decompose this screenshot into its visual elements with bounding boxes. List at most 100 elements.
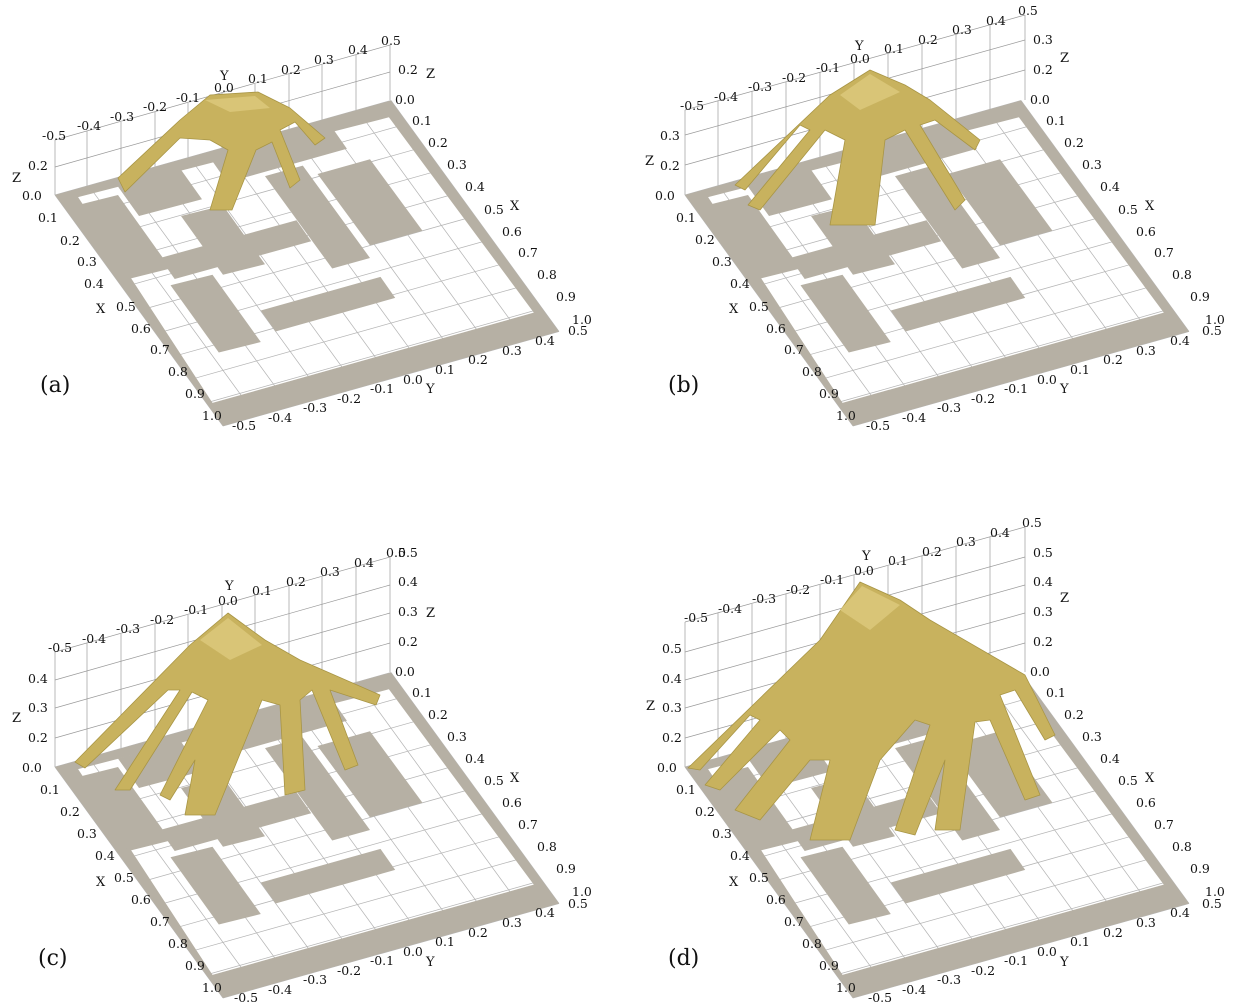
panel-d-x-tick-right: 0.5: [1118, 773, 1138, 788]
panel-b-y-tick: 0.5: [1202, 323, 1222, 338]
panel-c-z-tick-right: 0.3: [398, 604, 418, 619]
panel-d-x-tick-right: 0.8: [1172, 839, 1192, 854]
panel-d-y-tick: -0.4: [902, 982, 926, 997]
panel-b-x-tick-right: 0.6: [1136, 224, 1156, 239]
panel-a-y-tick: 0.1: [435, 362, 455, 377]
panel-a-y-tick-top: -0.4: [77, 118, 101, 133]
panel-b-y-tick: 0.4: [1170, 333, 1190, 348]
panel-d-y-tick-top: 0.2: [922, 544, 942, 559]
panel-d-y-name: Y: [1059, 955, 1069, 970]
panel-c-y-tick: 0.4: [535, 905, 555, 920]
panel-c: (c) Z X Y Y Z X 0.0 0.2 0.3 0.4 0.1 0.2 …: [12, 545, 592, 1005]
panel-c-y-tick-top: -0.3: [116, 621, 140, 636]
panel-c-z-tick-right: 0.0: [395, 664, 415, 679]
panel-c-x-tick: 0.9: [185, 958, 205, 973]
panel-c-x-tick-right: 0.7: [518, 817, 538, 832]
panel-a-y-name: Y: [425, 382, 435, 397]
panel-d-z-tick: 0.5: [662, 641, 682, 656]
panel-d-y-tick-top: 0.3: [956, 534, 976, 549]
panel-a-y-tick: -0.1: [370, 381, 394, 396]
panel-d-x-tick-right: 0.9: [1190, 861, 1210, 876]
panel-a-y-tick: 0.2: [468, 352, 488, 367]
panel-d-y-tick-top: -0.5: [684, 610, 708, 625]
panel-a-x-tick: 0.8: [168, 364, 188, 379]
panel-a-x-tick: 0.4: [84, 276, 104, 291]
panel-a-x-tick-right: 0.8: [537, 267, 557, 282]
panel-c-x-tick: 1.0: [202, 980, 222, 995]
panel-c-x-name-right: X: [510, 771, 520, 786]
panel-d-x-tick: 0.5: [749, 870, 769, 885]
panel-c-x-tick: 0.6: [131, 892, 151, 907]
panel-c-y-tick-top: -0.4: [82, 631, 106, 646]
panel-a-x-tick: 0.1: [38, 210, 58, 225]
panel-d-y-tick: 0.4: [1170, 905, 1190, 920]
panel-d-y-tick-top: 0.4: [990, 525, 1010, 540]
panel-d-y-tick: 0.2: [1103, 925, 1123, 940]
panel-c-z-tick-right: 0.2: [398, 634, 418, 649]
panel-a-x-tick-right: 1.0: [572, 312, 592, 327]
panel-d-tree-highlight: [840, 586, 900, 630]
panel-c-y-tick-top: 0.4: [354, 555, 374, 570]
panel-a-y-tick-top: -0.2: [143, 99, 167, 114]
panel-a-x-tick-right: 0.5: [484, 202, 504, 217]
panel-d-y-tick-top: -0.3: [752, 591, 776, 606]
panel-b-z-tick: 0.0: [655, 188, 675, 203]
panel-d-z-name-right: Z: [1060, 591, 1069, 606]
panel-b-y-tick-top: 0.0: [850, 51, 870, 66]
panel-c-x-name: X: [96, 875, 106, 890]
panel-d: (d) Z X Y Y Z X 0.0 0.2 0.3 0.4 0.5 0.1 …: [646, 515, 1225, 1005]
panel-c-y-tick-top: -0.2: [150, 612, 174, 627]
panel-b-y-tick-top: 0.1: [884, 41, 904, 56]
panel-d-x-name: X: [729, 875, 739, 890]
panel-b-x-name: X: [729, 302, 739, 317]
panel-d-y-tick-top: -0.2: [786, 582, 810, 597]
panel-b-x-tick: 0.9: [819, 386, 839, 401]
panel-c-z-tick-right: 0.5: [398, 545, 418, 560]
panel-d-y-tick: 0.5: [1202, 896, 1222, 911]
panel-a-x-tick: 1.0: [202, 408, 222, 423]
panel-d-x-tick-right: 1.0: [1205, 884, 1225, 899]
panel-d-y-tick: 0.1: [1070, 934, 1090, 949]
panel-c-x-tick-right: 0.6: [502, 795, 522, 810]
panel-d-x-tick-right: 0.1: [1046, 685, 1066, 700]
panel-c-z-tick: 0.4: [28, 671, 48, 686]
panel-a-z-tick-right: 0.2: [398, 62, 418, 77]
panel-d-z-tick: 0.2: [662, 730, 682, 745]
panel-b-x-tick: 0.6: [766, 321, 786, 336]
panel-b-y-tick: 0.2: [1103, 352, 1123, 367]
panel-b-z-name: Z: [645, 154, 654, 169]
panel-c-y-tick-top: 0.5: [386, 545, 406, 560]
panel-a-y-tick: -0.4: [268, 410, 292, 425]
panel-a-y-tick: 0.4: [535, 333, 555, 348]
panel-a-x-tick-right: 0.6: [502, 224, 522, 239]
panel-a-y-tick: -0.5: [232, 418, 256, 433]
panel-b-x-tick-right: 0.7: [1154, 245, 1174, 260]
panel-d-y-tick: 0.3: [1136, 915, 1156, 930]
panel-b-y-tick: 0.3: [1136, 343, 1156, 358]
panel-b-y-tick: -0.2: [971, 391, 995, 406]
panel-a-label: (a): [40, 373, 70, 398]
panel-b-x-name-right: X: [1145, 199, 1155, 214]
panel-b-floor: [684, 99, 1190, 427]
panel-d-x-tick: 0.9: [819, 958, 839, 973]
panel-b-y-tick-top: -0.1: [816, 60, 840, 75]
panel-b-x-tick: 0.3: [712, 254, 732, 269]
panel-d-x-tick-right: 0.2: [1064, 707, 1084, 722]
panel-c-x-tick: 0.3: [77, 826, 97, 841]
panel-c-y-tick-top: 0.2: [286, 574, 306, 589]
panel-b-y-tick: 0.1: [1070, 362, 1090, 377]
panel-a-y-tick: 0.0: [403, 372, 423, 387]
panel-c-tree: [74, 612, 381, 816]
panel-a-y-tick: 0.3: [502, 343, 522, 358]
panel-d-y-tick-top: 0.0: [854, 563, 874, 578]
panel-b-y-name: Y: [1059, 382, 1069, 397]
panel-a-y-tick: -0.3: [303, 400, 327, 415]
panel-b-y-tick: -0.5: [866, 418, 890, 433]
panel-b-z-name-right: Z: [1060, 51, 1069, 66]
panel-d-y-tick-top: -0.4: [718, 601, 742, 616]
panel-d-x-tick: 0.8: [802, 936, 822, 951]
panel-b-z-tick: 0.2: [660, 158, 680, 173]
panel-b-y-tick: -0.4: [902, 410, 926, 425]
panel-b-z-tick-right: 0.3: [1033, 32, 1053, 47]
panel-a-x-tick: 0.3: [77, 254, 97, 269]
